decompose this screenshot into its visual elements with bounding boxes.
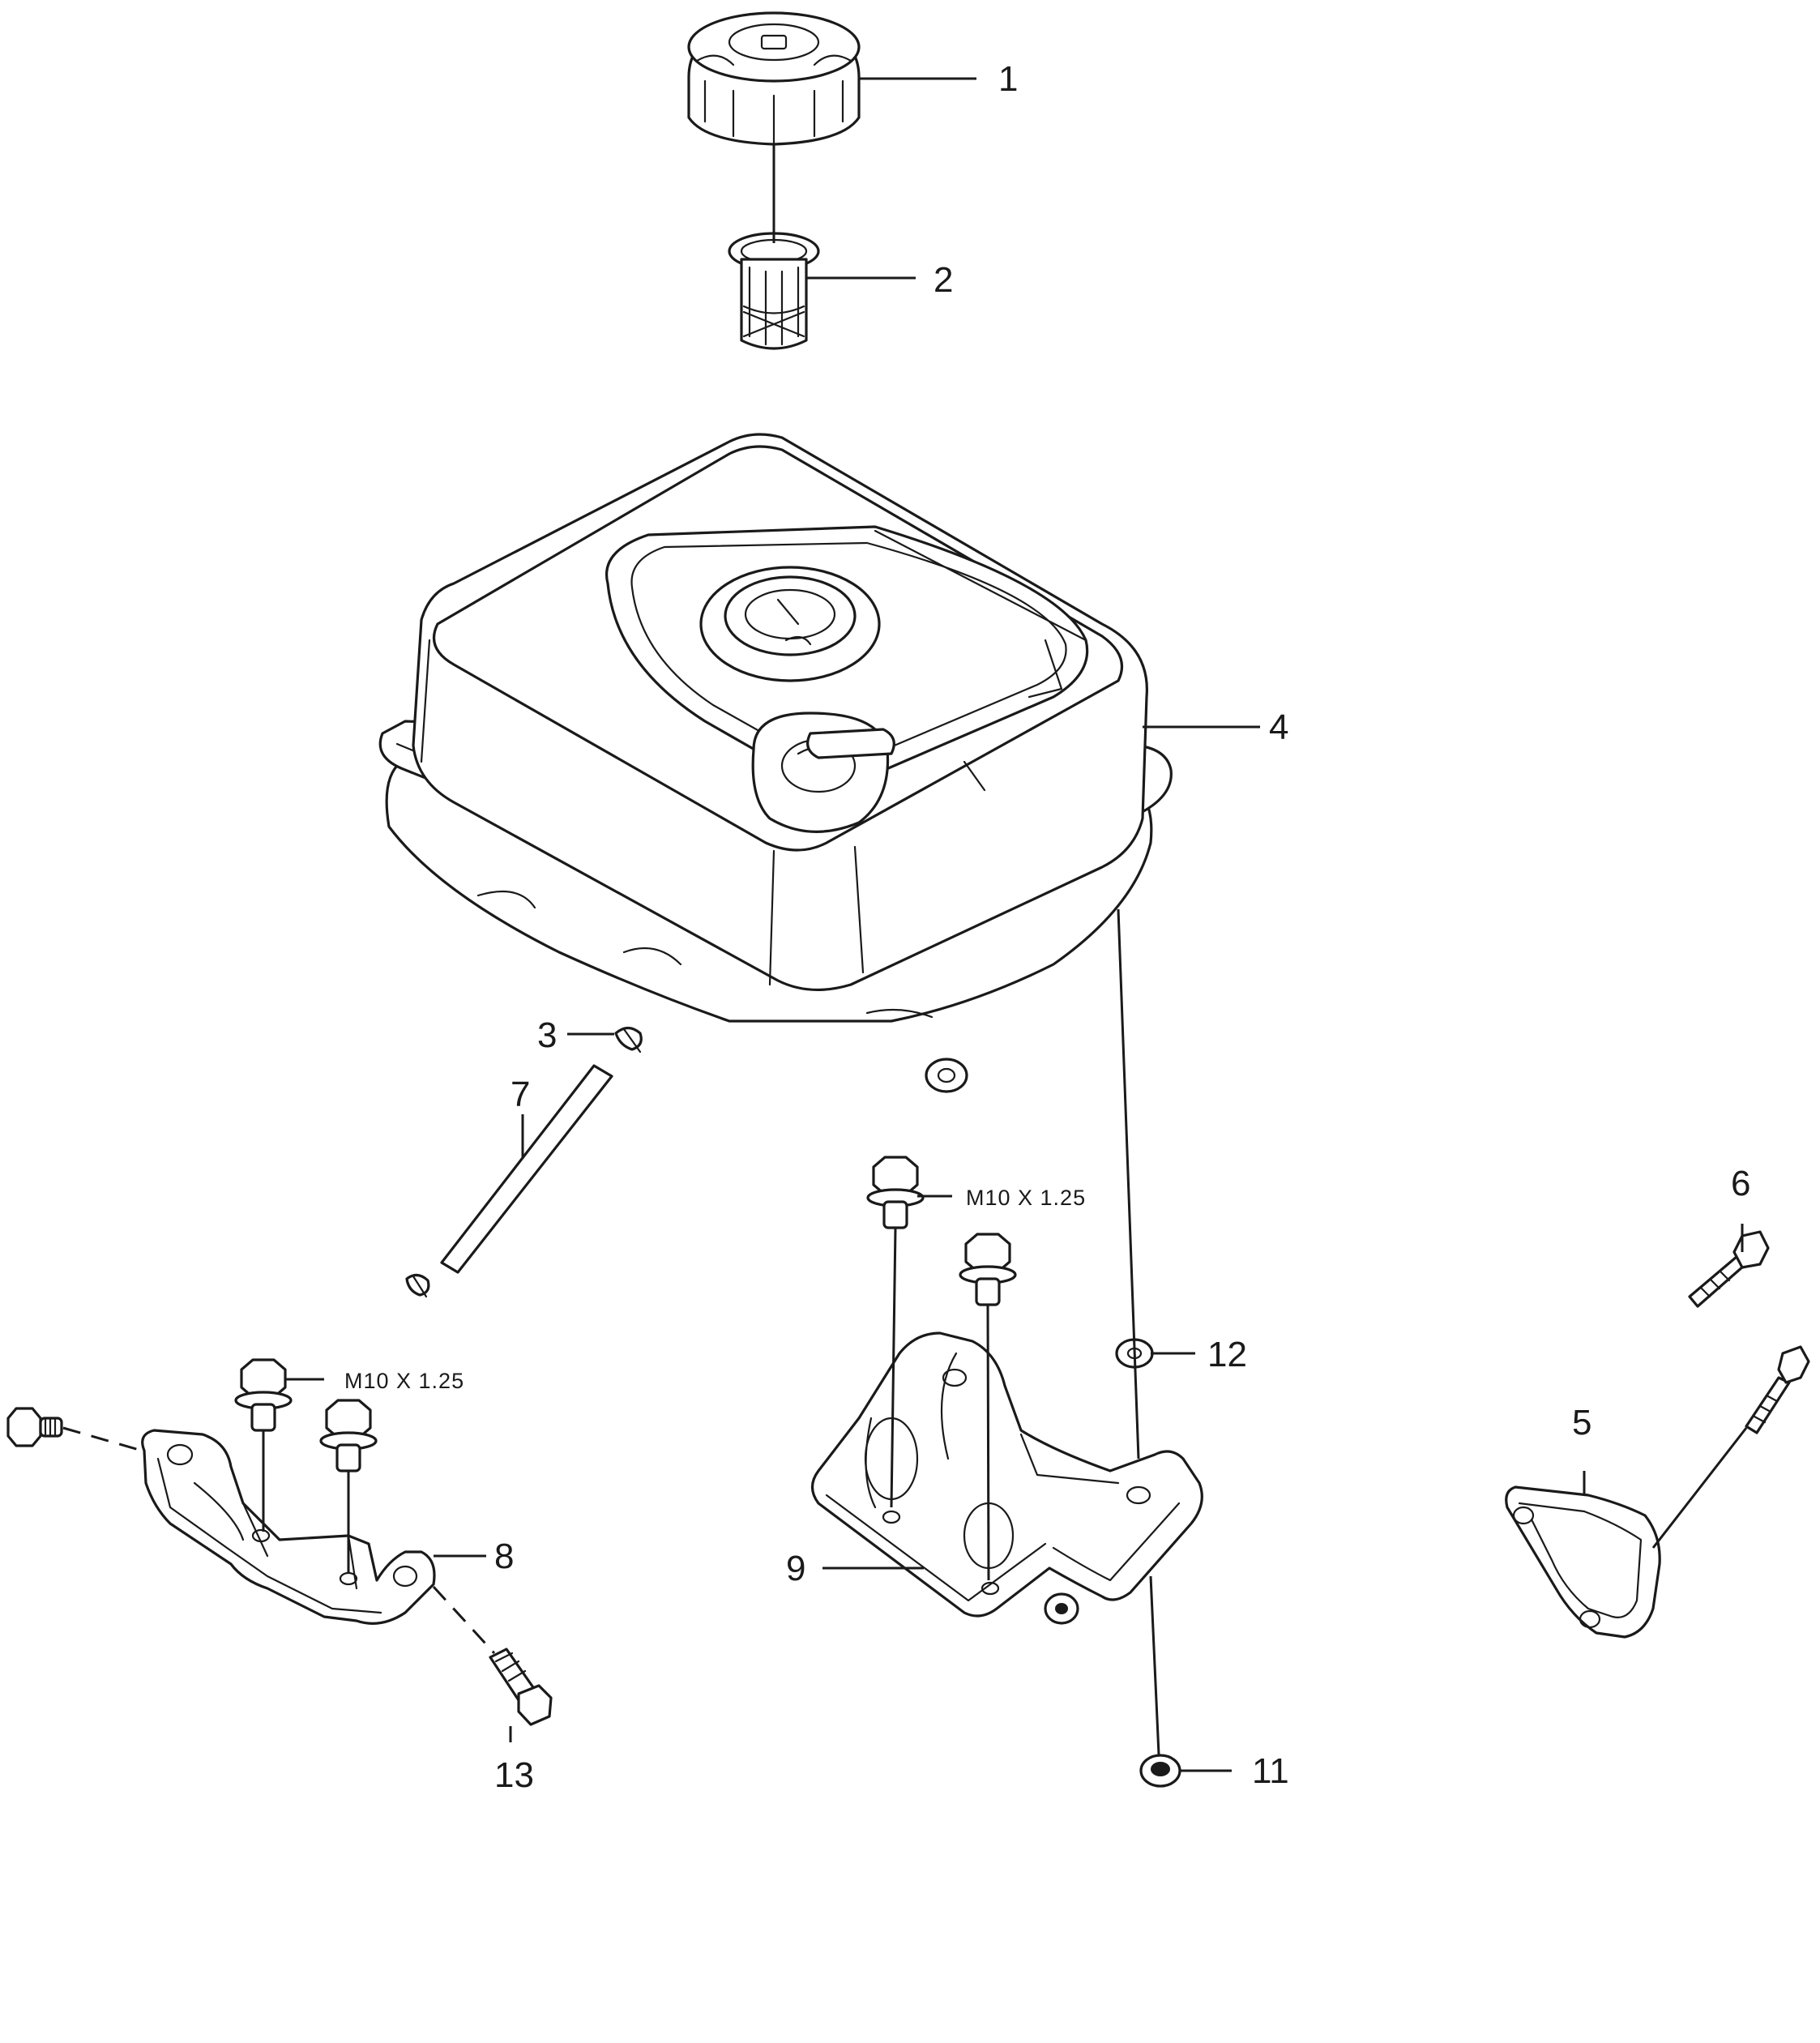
callout-2: 2	[933, 260, 953, 300]
hose-clamp	[405, 1026, 643, 1298]
callout-5: 5	[1572, 1403, 1591, 1442]
spec-label-bolt-9: M10 X 1.25	[966, 1186, 1086, 1210]
flange-bolt-13	[489, 1648, 553, 1726]
flange-bolt-8b	[319, 1399, 378, 1472]
fuel-cap	[687, 11, 861, 146]
callout-6: 6	[1731, 1164, 1750, 1203]
fuel-strainer	[728, 232, 820, 350]
flange-bolt-9a	[866, 1156, 925, 1229]
cover-plate-5	[1505, 1485, 1661, 1639]
spec-label-bolt-8: M10 X 1.25	[344, 1369, 464, 1393]
horizontal-bolt-left	[6, 1407, 63, 1447]
callout-3: 3	[537, 1015, 557, 1055]
callout-12: 12	[1207, 1335, 1247, 1374]
fuel-hose	[440, 1064, 613, 1274]
fuel-tank	[378, 433, 1173, 1023]
mounting-bracket-9	[810, 1331, 1203, 1625]
callout-9: 9	[786, 1549, 805, 1588]
flange-bolt-8a	[234, 1358, 293, 1432]
flange-bolt-6	[1688, 1230, 1770, 1308]
long-bolt-5	[1745, 1345, 1810, 1434]
callout-13: 13	[494, 1755, 534, 1795]
callout-4: 4	[1269, 707, 1288, 747]
callout-8: 8	[494, 1537, 514, 1576]
callout-7: 7	[511, 1075, 530, 1114]
tank-washer	[925, 1058, 968, 1093]
callout-11: 11	[1252, 1751, 1289, 1791]
flange-nut-11	[1139, 1754, 1181, 1788]
mounting-bracket-8	[141, 1429, 436, 1625]
callout-labels: 1 2 4 3 7 6 12 5 8 9 11 13 M10 X 1.25 M1…	[344, 59, 1750, 1795]
flange-bolt-9b	[959, 1233, 1017, 1306]
leader-lines	[62, 77, 1748, 1772]
callout-1: 1	[998, 59, 1018, 99]
